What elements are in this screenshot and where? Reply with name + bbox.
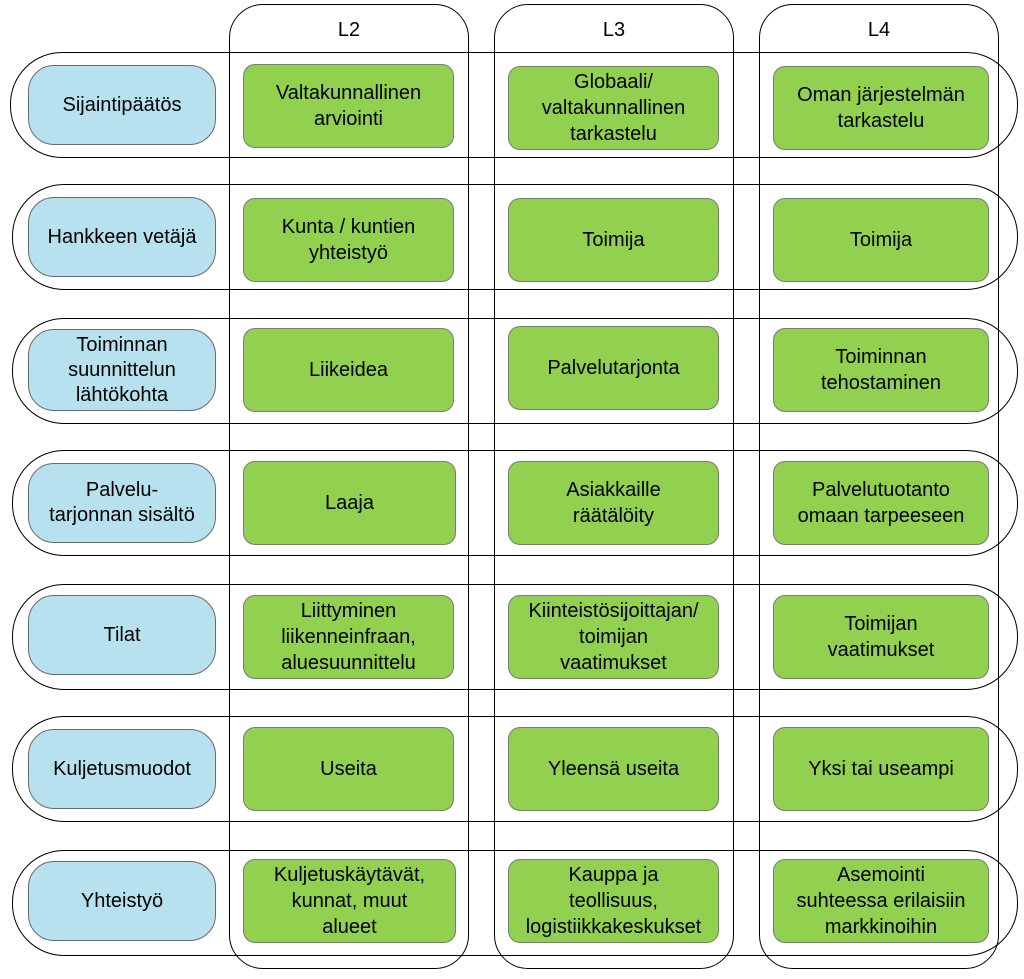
- cell-yhteistyo-l4: Asemointi suhteessa erilaisiin markkinoi…: [773, 859, 989, 943]
- cell-sijaintipaatos-l3: Globaali/ valtakunnallinen tarkastelu: [508, 66, 719, 150]
- cell-yhteistyo-l3: Kauppa ja teollisuus, logistiikkakeskuks…: [508, 859, 719, 943]
- row-frame-toiminnan-suunnittelun-lahtokohta: [12, 318, 1018, 424]
- cell-palvelutarjonnan-sisalto-l4: Palvelutuotanto omaan tarpeeseen: [773, 461, 989, 545]
- column-frame-l3: [494, 4, 734, 969]
- cell-kuljetusmuodot-l2: Useita: [243, 727, 454, 811]
- cell-tilat-l4: Toimijan vaatimukset: [773, 595, 989, 679]
- cell-hankkeen-vetaja-l4: Toimija: [773, 198, 989, 282]
- cell-hankkeen-vetaja-l2: Kunta / kuntien yhteistyö: [243, 198, 454, 282]
- cell-hankkeen-vetaja-l3: Toimija: [508, 198, 719, 282]
- cell-palvelutarjonnan-sisalto-l2: Laaja: [243, 461, 456, 545]
- row-frame-kuljetusmuodot: [12, 716, 1018, 822]
- cell-tilat-l3: Kiinteistösijoittajan/ toimijan vaatimuk…: [508, 595, 719, 679]
- row-label-toiminnan-suunnittelun-lahtokohta: Toiminnan suunnittelun lähtökohta: [28, 329, 216, 411]
- row-frame-yhteistyo: [12, 850, 1018, 956]
- column-header-l3: L3: [602, 19, 626, 41]
- cell-kuljetusmuodot-l4: Yksi tai useampi: [773, 727, 989, 811]
- row-label-tilat: Tilat: [28, 595, 216, 675]
- row-label-hankkeen-vetaja: Hankkeen vetäjä: [28, 197, 216, 277]
- row-label-kuljetusmuodot: Kuljetusmuodot: [28, 729, 216, 809]
- cell-palvelutarjonnan-sisalto-l3: Asiakkaille räätälöity: [508, 461, 719, 545]
- cell-sijaintipaatos-l2: Valtakunnallinen arviointi: [243, 64, 454, 148]
- column-frame-l2: [229, 4, 469, 969]
- column-header-l4: L4: [867, 19, 891, 41]
- row-label-yhteistyo: Yhteistyö: [28, 861, 216, 941]
- row-label-palvelutarjonnan-sisalto: Palvelu- tarjonnan sisältö: [28, 463, 216, 543]
- cell-toiminnan-suunnittelun-lahtokohta-l4: Toiminnan tehostaminen: [773, 328, 989, 412]
- cell-toiminnan-suunnittelun-lahtokohta-l2: Liikeidea: [243, 328, 454, 412]
- row-frame-palvelutarjonnan-sisalto: [12, 450, 1018, 556]
- row-frame-hankkeen-vetaja: [12, 184, 1018, 290]
- cell-yhteistyo-l2: Kuljetuskäytävät, kunnat, muut alueet: [243, 859, 456, 943]
- cell-toiminnan-suunnittelun-lahtokohta-l3: Palvelutarjonta: [508, 326, 719, 410]
- row-label-sijaintipaatos: Sijaintipäätös: [28, 65, 216, 145]
- cell-kuljetusmuodot-l3: Yleensä useita: [508, 727, 719, 811]
- cell-tilat-l2: Liittyminen liikenneinfraan, aluesuunnit…: [243, 595, 454, 679]
- row-frame-tilat: [12, 584, 1018, 690]
- column-header-l2: L2: [337, 19, 361, 41]
- cell-sijaintipaatos-l4: Oman järjestelmän tarkastelu: [773, 66, 989, 150]
- row-frame-sijaintipaatos: [10, 52, 1018, 158]
